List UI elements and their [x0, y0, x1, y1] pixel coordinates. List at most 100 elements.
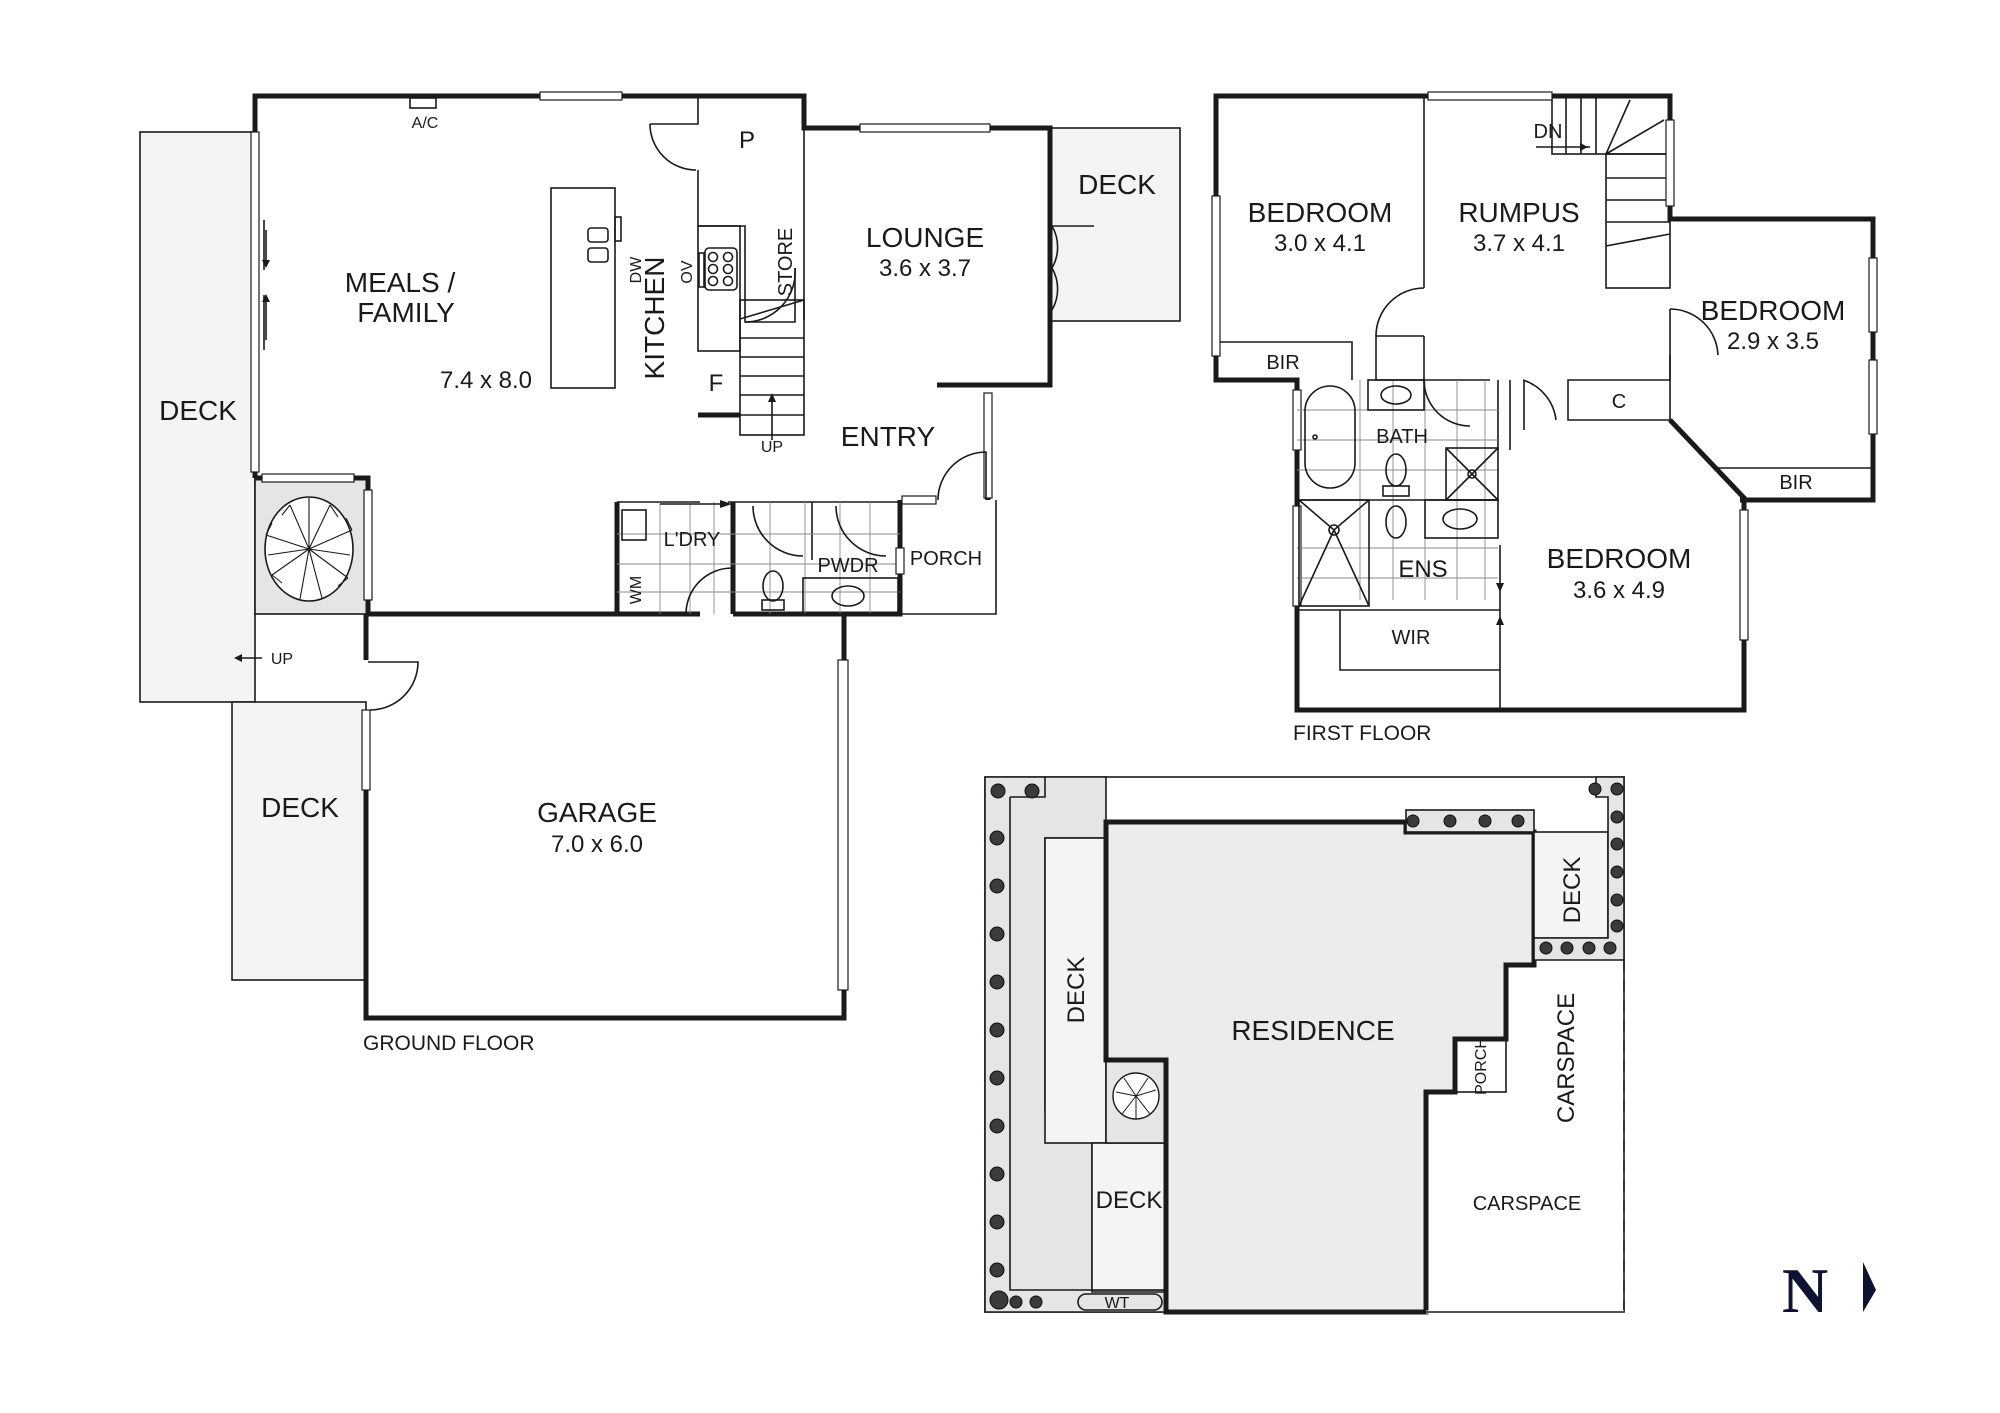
stairs-down-label: DN [1534, 121, 1563, 143]
deck-west [139, 131, 256, 703]
fixture-ov: OV [679, 260, 696, 283]
toilet-icon [1385, 505, 1407, 539]
site-label-deck-east: DECK [1559, 857, 1586, 924]
site-label-residence: RESIDENCE [1231, 1015, 1394, 1046]
deck-south [231, 701, 367, 981]
entry-door [937, 451, 987, 501]
oven [698, 252, 705, 288]
room-label-bath: BATH [1376, 426, 1428, 448]
cooktop-icon [704, 247, 738, 291]
room-label-garage: GARAGE [537, 797, 657, 828]
room-size-garage: 7.0 x 6.0 [551, 831, 643, 858]
site-plan: RESIDENCE DECK DECK DECK PORCH CARSPACE … [984, 776, 1625, 1315]
room-label-porch: PORCH [910, 548, 982, 570]
arrow-left-icon [234, 654, 242, 662]
arrow-icon [720, 500, 732, 508]
room-label-ens: ENS [1398, 556, 1447, 583]
arrow-up-icon [262, 294, 270, 302]
room-label-bedroom-1: BEDROOM [1248, 197, 1393, 228]
ground-floor: A/C [139, 91, 1181, 1055]
french-doors [1051, 225, 1094, 311]
arrow-up-icon [768, 393, 776, 402]
fixture-dw: DW [628, 256, 645, 284]
basin-icon [831, 585, 865, 607]
window [983, 392, 993, 499]
stairs [1536, 95, 1671, 289]
deck-west [1044, 837, 1107, 1144]
water-tank [1077, 1293, 1163, 1311]
window [363, 489, 373, 601]
site-label-carspace-1: CARSPACE [1553, 993, 1580, 1123]
site-label-carspace-2: CARSPACE [1473, 1193, 1582, 1215]
basin-icon [1442, 508, 1478, 530]
room-size-meals: 7.4 x 8.0 [440, 367, 532, 394]
room-label-rumpus: RUMPUS [1458, 197, 1579, 228]
room-label-store: STORE [775, 228, 797, 297]
arrow-up-icon [1496, 616, 1504, 625]
room-label-kitchen: KITCHEN [639, 257, 670, 380]
tree-icon [1112, 1072, 1160, 1120]
site-label-water-tank: WT [1105, 1295, 1130, 1312]
stairs [739, 299, 805, 440]
deck-up-label: UP [271, 651, 293, 668]
room-size-rumpus: 3.7 x 4.1 [1473, 230, 1565, 257]
room-label-deck-lounge: DECK [1078, 169, 1156, 200]
room-label-lounge: LOUNGE [866, 222, 984, 253]
ac-label: A/C [412, 115, 439, 132]
room-label-pantry: P [739, 127, 755, 154]
deck-lounge [1049, 127, 1181, 322]
shower-icon [1298, 499, 1370, 607]
room-size-lounge: 3.6 x 3.7 [879, 255, 971, 282]
first-floor: BEDROOM 3.0 x 4.1 RUMPUS 3.7 x 4.1 DN BE… [1211, 91, 1878, 745]
room-label-deck-south: DECK [261, 792, 339, 823]
room-label-bedroom-3: BEDROOM [1547, 543, 1692, 574]
pwdr-tiles [733, 502, 900, 614]
north-arrow-icon [1863, 1262, 1876, 1312]
room-label-family: FAMILY [357, 297, 455, 328]
room-label-pwdr: PWDR [817, 555, 878, 577]
room-label-meals: MEALS / [345, 267, 456, 298]
room-label-bir-1: BIR [1266, 352, 1299, 374]
bathtub-icon [1304, 385, 1356, 489]
sliding-door [250, 131, 260, 473]
arrow-down-icon [1496, 583, 1504, 592]
basin-icon [1380, 385, 1412, 405]
caption-first-floor: FIRST FLOOR [1293, 722, 1431, 745]
ground-floor-walls [252, 93, 1053, 478]
stairs-up-label: UP [761, 439, 783, 456]
bath-tiles [1297, 380, 1498, 600]
room-size-bedroom-1: 3.0 x 4.1 [1274, 230, 1366, 257]
window [539, 91, 623, 101]
garage-door [837, 659, 849, 991]
room-size-bedroom-3: 3.6 x 4.9 [1573, 577, 1665, 604]
laundry-tub [621, 509, 647, 541]
tree-icon [264, 496, 354, 602]
room-label-laundry: L'DRY [664, 529, 721, 551]
cooktop-burners [707, 251, 734, 287]
deck-southwest [1091, 1142, 1167, 1291]
kitchen-bench [697, 225, 741, 352]
fixture-fridge: F [709, 370, 724, 397]
toilet-icon [762, 570, 784, 602]
window [859, 123, 991, 133]
dishwasher [614, 216, 622, 242]
garage-side-door [368, 661, 419, 711]
caption-ground-floor: GROUND FLOOR [363, 1032, 535, 1055]
porch [1454, 1038, 1507, 1093]
window [261, 473, 355, 483]
fixture-wm: WM [628, 576, 645, 604]
room-size-bedroom-2: 2.9 x 3.5 [1727, 328, 1819, 355]
window [361, 709, 371, 791]
site-label-deck-southwest: DECK [1096, 1187, 1163, 1214]
room-label-bir-2: BIR [1779, 472, 1812, 494]
site-label-deck-west: DECK [1063, 957, 1090, 1024]
deck-east [1533, 831, 1609, 939]
shrubs [989, 782, 1624, 1310]
site-label-porch: PORCH [1473, 1037, 1490, 1095]
north-arrow: N [1782, 1255, 1876, 1326]
room-label-linen: C [1612, 391, 1626, 413]
ac-unit [409, 97, 437, 109]
room-label-bedroom-2: BEDROOM [1701, 295, 1846, 326]
first-floor-walls [1213, 93, 1876, 713]
